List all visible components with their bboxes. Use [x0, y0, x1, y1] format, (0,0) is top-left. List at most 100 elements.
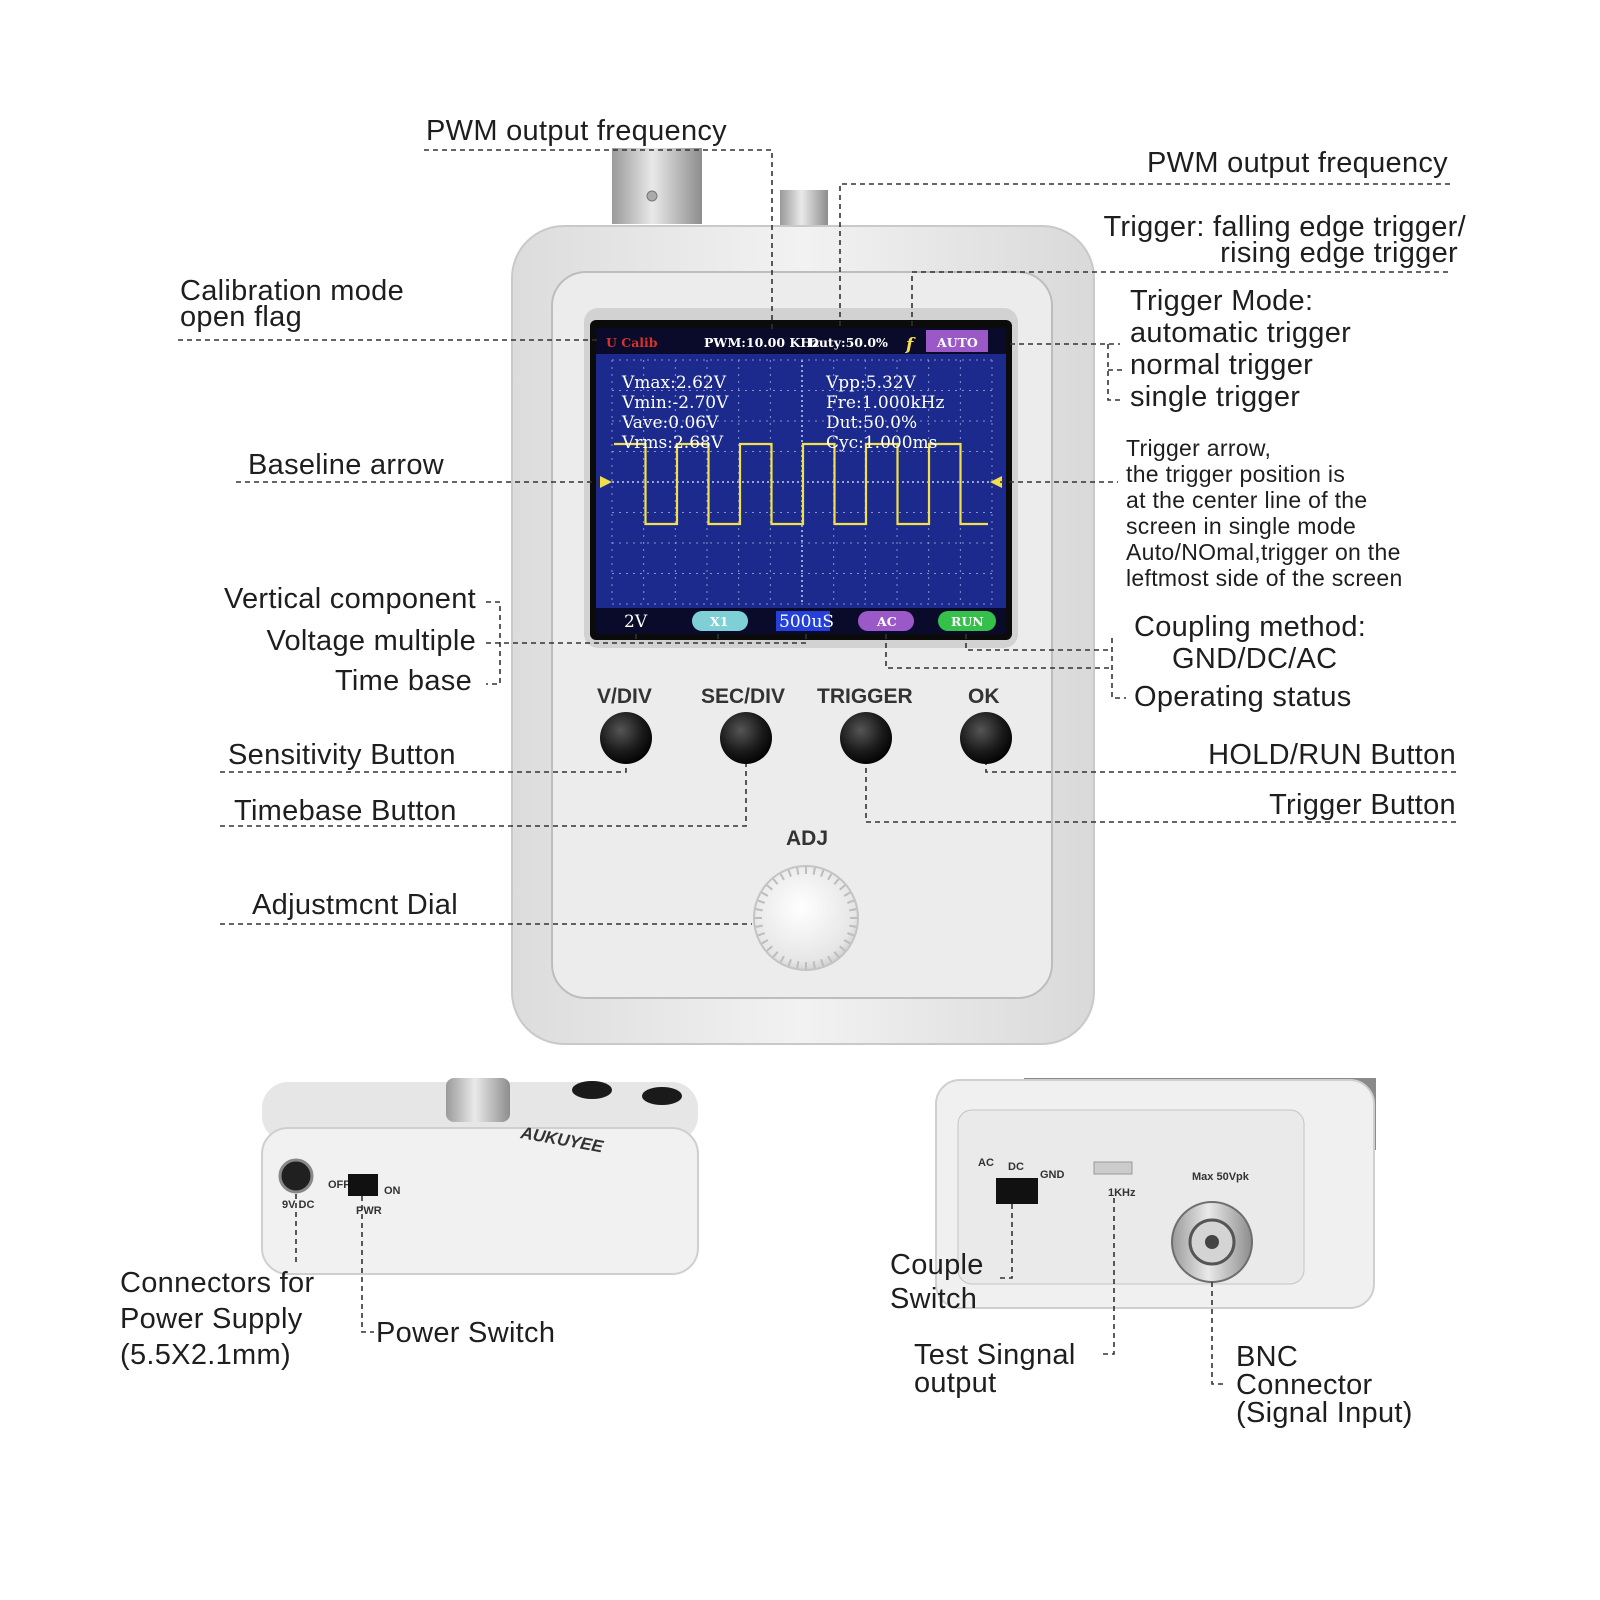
callout-power-connector-line-2: (5.5X2.1mm)	[120, 1339, 291, 1371]
ok-label: OK	[968, 685, 1000, 708]
vdiv-label: V/DIV	[597, 685, 652, 708]
secdiv-button[interactable]	[720, 712, 772, 764]
dc-label: DC	[1008, 1161, 1024, 1173]
duty-readout: Dut:50.0%	[826, 413, 917, 433]
bnc-input-pin	[1205, 1235, 1219, 1249]
dial-ridge	[839, 945, 846, 952]
dial-ridge	[847, 932, 855, 937]
vrms-readout: Vrms:2.68V	[621, 433, 724, 453]
callout-bnc-line-0: BNC	[1236, 1341, 1298, 1373]
vpp-readout: Vpp:5.32V	[825, 373, 917, 393]
callout-baseline-arrow: Baseline arrow	[248, 449, 445, 481]
trigger-label: TRIGGER	[817, 685, 913, 708]
callout-trigger-button: Trigger Button	[1269, 789, 1456, 821]
trigger-mode-label: AUTO	[936, 335, 978, 350]
callout-trigger-arrow-line-2: at the center line of the	[1126, 487, 1368, 513]
callout-couple-switch-line-0: Couple	[890, 1249, 984, 1281]
callout-couple-switch-line-1: Switch	[890, 1283, 977, 1315]
adj-label: ADJ	[786, 827, 828, 850]
callout-test-signal-line-1: output	[914, 1367, 996, 1399]
dial-ridge	[761, 939, 769, 945]
callout-power-connector-line-1: Power Supply	[120, 1303, 303, 1335]
button-top-1	[572, 1081, 612, 1099]
ac-label: AC	[978, 1157, 994, 1169]
callout-coupling-line2: GND/DC/AC	[1172, 643, 1337, 675]
callout-timebase-button: Timebase Button	[234, 795, 457, 827]
run-status-badge	[938, 611, 996, 631]
dial-ridge	[839, 884, 846, 891]
screen-grid	[611, 359, 993, 605]
vave-readout: Vave:0.06V	[621, 413, 719, 433]
coupling-badge	[858, 611, 914, 631]
callout-trigger-arrow-line-4: Auto/NOmal,trigger on the	[1126, 539, 1401, 565]
screen-display	[596, 328, 1006, 634]
switch-top	[780, 190, 828, 226]
dial-ridge	[849, 908, 857, 912]
dc-jack-label: 9V DC	[282, 1199, 314, 1211]
dial-ridge	[796, 961, 800, 969]
dial-ridge	[787, 959, 792, 967]
dial-ridge	[843, 939, 851, 945]
gnd-label: GND	[1040, 1169, 1065, 1181]
run-status-label: RUN	[951, 614, 984, 629]
callout-trigger-edge-line2: rising edge trigger	[1220, 237, 1458, 269]
dial-ridge	[766, 884, 773, 891]
dial-ridge	[847, 899, 855, 904]
input-side-view: AC DC GND 1KHz Max 50Vpk	[935, 1078, 1376, 1309]
callout-trigger-mode-normal: normal trigger	[1130, 349, 1313, 381]
power-side-view: AUKUYEE 9V DC OFF ON PWR	[261, 1078, 699, 1275]
callout-pwm-frequency-top: PWM output frequency	[426, 115, 727, 147]
callout-labels: PWM output frequency PWM output frequenc…	[120, 115, 1466, 1429]
test-signal-pad	[1093, 1161, 1133, 1175]
callout-power-switch: Power Switch	[376, 1317, 555, 1349]
dial-ridge	[833, 951, 840, 958]
callout-calibration-line1: Calibration mode	[180, 275, 404, 307]
adjustment-dial[interactable]	[753, 865, 859, 971]
callout-bnc-line-1: Connector	[1236, 1369, 1373, 1401]
callout-vertical-component: Vertical component	[224, 583, 476, 615]
callout-sensitivity-button: Sensitivity Button	[228, 739, 456, 771]
callout-coupling-line1: Coupling method:	[1134, 611, 1366, 643]
bnc-connector-top	[612, 148, 702, 224]
dial-ridge	[779, 873, 785, 881]
button-top-2	[642, 1087, 682, 1105]
power-switch[interactable]	[348, 1174, 378, 1196]
volt-div-readout: 2V	[624, 612, 648, 632]
dial-ridge	[755, 924, 763, 928]
pwm-frequency-readout: PWM:10.00 KHz	[704, 335, 819, 350]
callout-power-connector-line-0: Connectors for	[120, 1267, 314, 1299]
trigger-button[interactable]	[840, 712, 892, 764]
dial-ridge	[812, 961, 816, 969]
dial-stem	[446, 1078, 510, 1122]
callout-trigger-arrow-line-5: leftmost side of the screen	[1126, 565, 1403, 591]
callout-operating-status: Operating status	[1134, 681, 1352, 713]
vdiv-button[interactable]	[600, 712, 652, 764]
cycle-readout: Cyc:1.000ms	[826, 433, 937, 453]
trigger-arrow	[990, 476, 1002, 488]
test-freq-label: 1KHz	[1108, 1187, 1136, 1199]
callout-adjustment-dial: Adjustmcnt Dial	[252, 889, 458, 921]
trigger-edge-icon: f	[905, 335, 916, 355]
dial-ridge	[766, 945, 773, 952]
vmin-readout: Vmin:-2.70V	[621, 393, 729, 413]
callout-trigger-arrow-line-1: the trigger position is	[1126, 461, 1345, 487]
probe-badge	[692, 611, 748, 631]
frequency-readout: Fre:1.000kHz	[826, 393, 945, 413]
dial-ridge	[820, 869, 825, 877]
dial-ridge	[772, 878, 779, 885]
main-device: U Calib PWM:10.00 KHz Duty:50.0% f AUTO …	[511, 148, 1095, 1045]
on-label: ON	[384, 1185, 401, 1197]
dial-ridge	[787, 869, 792, 877]
couple-switch[interactable]	[996, 1178, 1038, 1204]
pwr-label: PWR	[356, 1205, 382, 1217]
timebase-label: 500uS	[779, 612, 834, 632]
dial-ridge	[761, 891, 769, 897]
dial-ridge	[757, 932, 765, 937]
baseline-arrow	[600, 476, 612, 488]
dial-ridge	[820, 959, 825, 967]
callout-hold-run-button: HOLD/RUN Button	[1208, 739, 1456, 771]
ok-button[interactable]	[960, 712, 1012, 764]
dial-ridge	[772, 951, 779, 958]
callout-test-signal-line-0: Test Singnal	[914, 1339, 1076, 1371]
